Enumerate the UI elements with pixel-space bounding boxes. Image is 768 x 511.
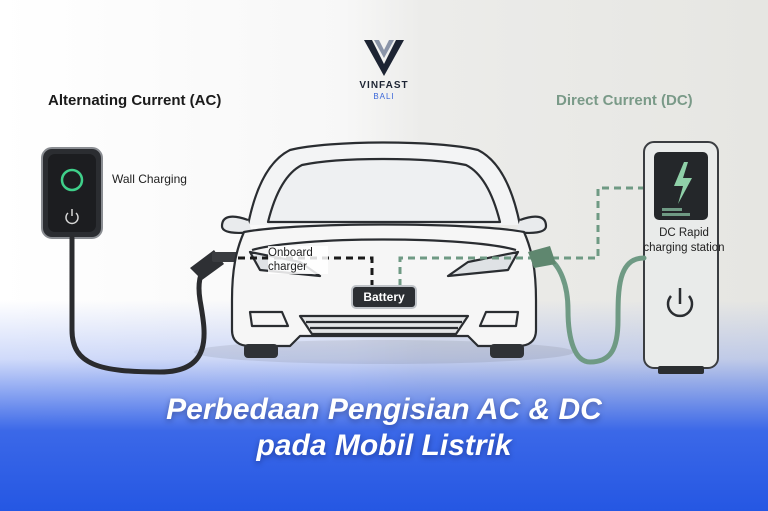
dc-cable (545, 255, 647, 365)
ac-cable (69, 235, 217, 375)
headline-line-1: Perbedaan Pengisian AC & DC (166, 393, 602, 426)
ac-title: Alternating Current (AC) (48, 92, 222, 109)
battery-badge: Battery (351, 285, 417, 309)
brand-location: BALI (373, 92, 395, 101)
ac-dashed-path (238, 256, 374, 286)
dc-title: Direct Current (DC) (556, 92, 693, 109)
power-icon (666, 288, 694, 318)
dc-plug (528, 246, 556, 268)
power-icon (65, 209, 79, 225)
dc-charging-station (643, 141, 719, 374)
lightning-bolt-icon (674, 162, 692, 204)
headline: Perbedaan Pengisian AC & DC pada Mobil L… (0, 392, 768, 464)
status-ring-icon (60, 168, 84, 192)
dc-dashed-path (398, 186, 652, 286)
wall-charger (41, 147, 103, 239)
headline-line-2: pada Mobil Listrik (256, 429, 512, 462)
brand-name: VINFAST (359, 80, 409, 91)
ac-connector (212, 252, 238, 262)
dc-station-label: DC Rapid charging station (643, 227, 725, 254)
vinfast-logo-icon (364, 40, 404, 76)
brand-logo: VINFAST BALI (352, 38, 416, 108)
wall-charging-label: Wall Charging (112, 172, 187, 186)
onboard-charger-label: Onboard charger (268, 246, 328, 274)
